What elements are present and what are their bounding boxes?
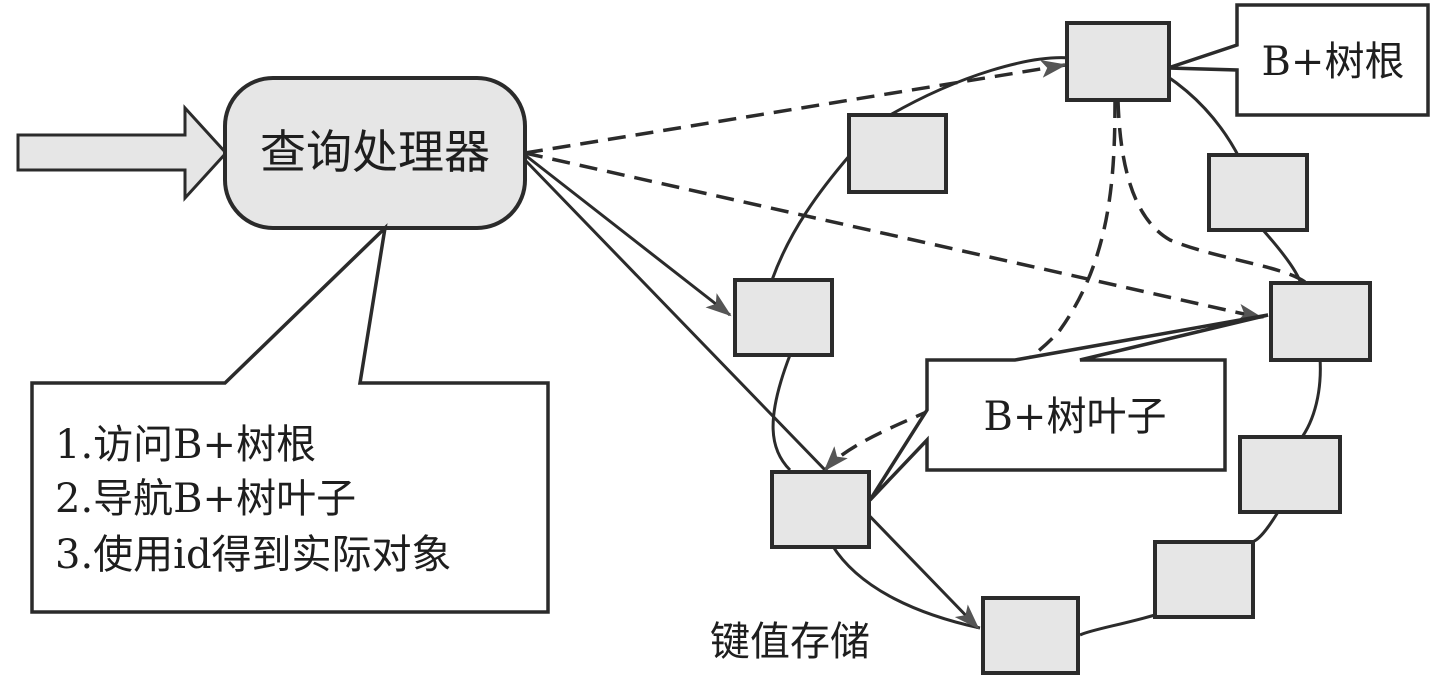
ring-nodes <box>733 21 1372 675</box>
step-1: 1.访问B+树根 <box>55 422 316 468</box>
key-value-store-label: 键值存储 <box>710 619 870 665</box>
ring-node[interactable] <box>1238 435 1342 514</box>
ring-segment <box>1079 613 1156 637</box>
dashed-arrows <box>524 59 1306 472</box>
ring-segment <box>830 544 981 630</box>
leaf-callout-label: B+树叶子 <box>984 394 1167 440</box>
ring-node-root[interactable] <box>1065 21 1171 102</box>
root-callout: B+树根 <box>1167 3 1430 117</box>
ring-node-leaf-target[interactable] <box>1269 281 1372 362</box>
ring-segment <box>1298 357 1322 441</box>
leaf-callout-box <box>868 313 1269 502</box>
steps-callout-box <box>30 223 550 614</box>
ring-node[interactable] <box>847 113 948 194</box>
ring-segment <box>771 354 792 472</box>
step-3: 3.使用id得到实际对象 <box>55 532 452 578</box>
step-2: 2.导航B+树叶子 <box>55 476 356 522</box>
ring-node-object[interactable] <box>981 596 1080 675</box>
dashed-path-root-to-leaf <box>823 99 1117 472</box>
leaf-callout: B+树叶子 <box>868 313 1269 502</box>
query-processor-box[interactable] <box>223 76 527 230</box>
dashed-path-root-to-right <box>1116 99 1306 284</box>
ring-segment <box>770 154 852 281</box>
dashed-arrow-to-leaf-node <box>524 151 1264 322</box>
solid-arrows <box>523 153 980 630</box>
query-processor-label: 查询处理器 <box>260 125 490 179</box>
root-callout-label: B+树根 <box>1262 39 1405 85</box>
dashed-arrow-to-root <box>524 59 1067 155</box>
query-processor-node[interactable]: 查询处理器 <box>223 76 527 230</box>
arrow-to-object-node <box>523 158 980 630</box>
steps-callout: 1.访问B+树根 2.导航B+树叶子 3.使用id得到实际对象 <box>30 223 550 614</box>
ring-node[interactable] <box>1153 540 1255 619</box>
ring-node[interactable] <box>733 278 834 357</box>
ring-segment <box>889 56 1071 117</box>
input-arrow-icon <box>16 104 229 202</box>
ring-node[interactable] <box>1207 153 1309 232</box>
ring-node-leaf[interactable] <box>770 470 871 549</box>
root-callout-box <box>1167 3 1430 117</box>
ring-segment <box>1251 511 1280 544</box>
arrow-to-ring-node <box>524 153 732 317</box>
